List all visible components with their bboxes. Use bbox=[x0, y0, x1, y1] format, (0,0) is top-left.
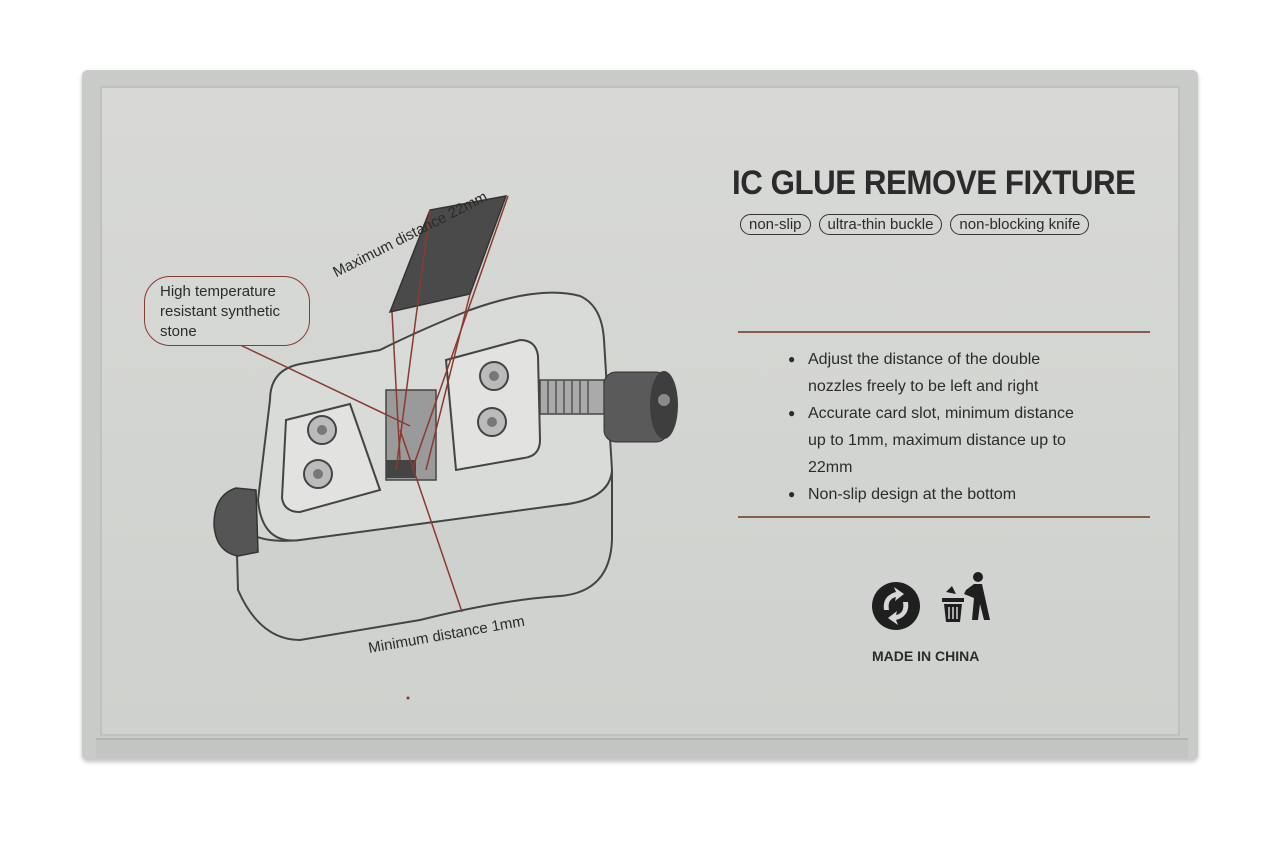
stone-callout-text: High temperature resistant synthetic sto… bbox=[160, 282, 310, 342]
left-knob bbox=[213, 487, 259, 557]
tag-ultra-thin-buckle: ultra-thin buckle bbox=[818, 214, 943, 235]
feature-list: Adjust the distance of the double nozzle… bbox=[788, 346, 1128, 508]
feature-tags: non-slip ultra-thin buckle non-blocking … bbox=[740, 214, 1090, 235]
box-bottom-edge bbox=[96, 738, 1188, 758]
feature-item: Accurate card slot, minimum distance up … bbox=[788, 400, 1128, 481]
feature-line: 22mm bbox=[808, 459, 853, 476]
feature-line: Accurate card slot, minimum distance bbox=[808, 405, 1074, 422]
left-clamp bbox=[280, 402, 382, 514]
recycle-icon bbox=[872, 582, 920, 630]
right-clamp bbox=[444, 338, 542, 472]
stone-callout-line: stone bbox=[160, 323, 197, 340]
feature-line: nozzles freely to be left and right bbox=[808, 378, 1039, 395]
stone-callout-line: resistant synthetic bbox=[160, 303, 281, 320]
divider-top bbox=[738, 331, 1150, 333]
made-in-label: MADE IN CHINA bbox=[872, 648, 980, 664]
stone-callout-line: High temperature bbox=[160, 283, 276, 300]
stone-callout-bubble bbox=[144, 276, 310, 346]
tag-non-blocking-knife: non-blocking knife bbox=[950, 214, 1090, 235]
feature-line: up to 1mm, maximum distance up to bbox=[808, 432, 1066, 449]
tag-non-slip: non-slip bbox=[740, 214, 811, 235]
right-knob bbox=[603, 371, 678, 443]
trash-disposal-icon bbox=[942, 572, 990, 622]
feature-line: Adjust the distance of the double bbox=[808, 351, 1041, 368]
feature-item: Non-slip design at the bottom bbox=[788, 481, 1128, 508]
product-title: IC GLUE REMOVE FIXTURE bbox=[732, 164, 1136, 202]
blade bbox=[388, 195, 508, 314]
feature-line: Non-slip design at the bottom bbox=[808, 486, 1017, 503]
feature-item: Adjust the distance of the double nozzle… bbox=[788, 346, 1128, 400]
divider-bottom bbox=[738, 516, 1150, 518]
